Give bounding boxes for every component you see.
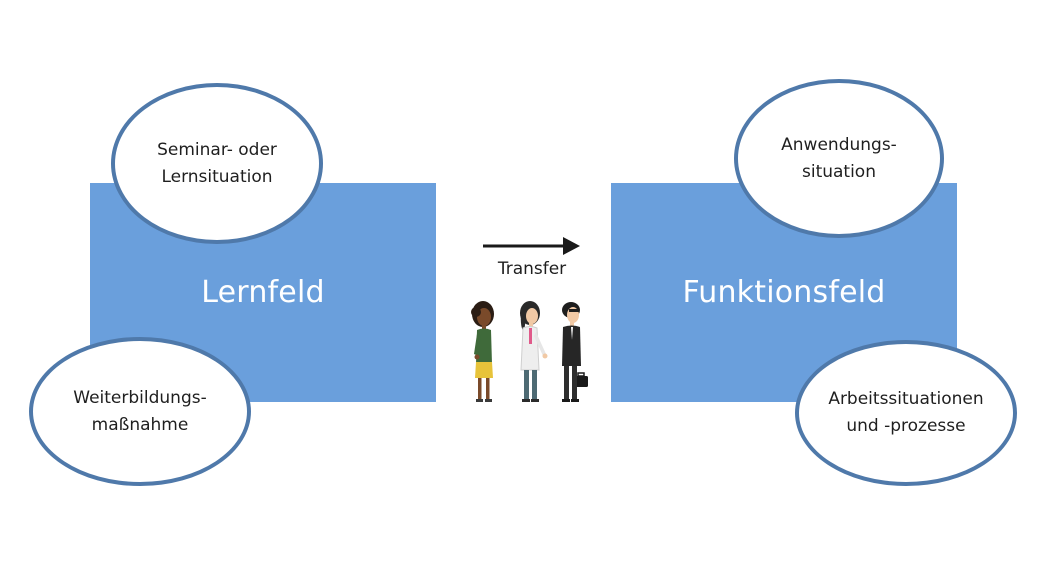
anwendung-ellipse: Anwendungs- situation (734, 79, 944, 238)
walking-people-illustration (471, 301, 588, 402)
person-woman-white-icon (520, 301, 548, 402)
lernfeld-title: Lernfeld (201, 275, 325, 310)
arrow-right-icon (483, 237, 580, 255)
funktionsfeld-title: Funktionsfeld (682, 275, 886, 310)
anwendung-ellipse-text: Anwendungs- situation (781, 134, 897, 182)
weiterbildung-ellipse-text: Weiterbildungs- maßnahme (73, 387, 207, 435)
weiterbildung-ellipse: Weiterbildungs- maßnahme (29, 337, 251, 486)
arbeitssituation-ellipse: Arbeitssituationen und -prozesse (795, 340, 1017, 486)
arbeitssituation-ellipse-text: Arbeitssituationen und -prozesse (828, 389, 984, 436)
person-man-suit-icon (562, 302, 588, 402)
seminar-ellipse: Seminar- oder Lernsituation (111, 83, 323, 244)
seminar-ellipse-text: Seminar- oder Lernsituation (157, 139, 277, 187)
transfer-label: Transfer (497, 259, 567, 279)
person-woman-green-icon (471, 301, 494, 402)
